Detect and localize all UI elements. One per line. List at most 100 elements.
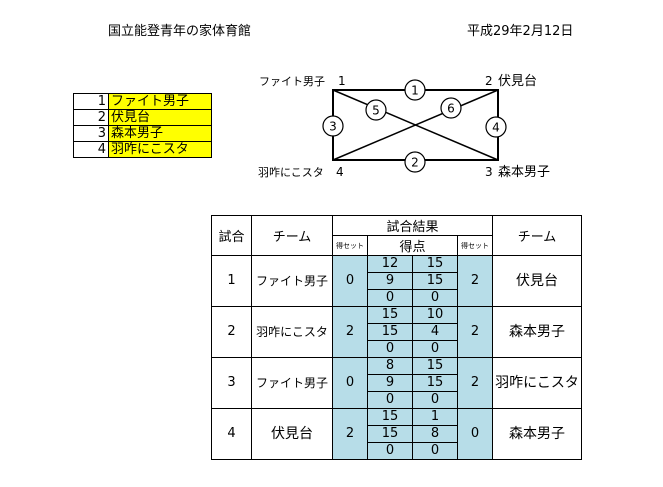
score-b: 10 — [412, 306, 458, 324]
score-a: 15 — [367, 306, 413, 324]
team-row: 3 森本男子 — [73, 125, 212, 142]
order-number: 2 — [411, 156, 419, 170]
table-row: 0 0 — [212, 391, 582, 409]
results-table: 試合 チーム 試合結果 チーム 得セット 得点 得セット 1 ファイト男子 0 … — [211, 215, 582, 460]
team-number: 1 — [73, 93, 109, 110]
team-a-sets: 2 — [332, 306, 368, 358]
match-number: 4 — [211, 408, 252, 460]
header-points: 得点 — [367, 235, 458, 256]
team-number: 2 — [73, 109, 109, 126]
team-a-name: 伏見台 — [251, 408, 333, 460]
order-number: 1 — [411, 84, 419, 98]
results-subheader-row: 得セット 得点 得セット — [212, 235, 582, 256]
team-a-sets: 0 — [332, 255, 368, 307]
team-b-name: 森本男子 — [492, 408, 582, 460]
table-row: 0 0 — [212, 340, 582, 358]
table-row: 9 15 — [212, 272, 582, 290]
score-b: 0 — [412, 289, 458, 307]
score-a: 0 — [367, 391, 413, 409]
results-header-row: 試合 チーム 試合結果 チーム — [211, 215, 582, 256]
corner-number-bottom-left: 4 — [336, 165, 344, 179]
score-a: 12 — [367, 255, 413, 273]
team-row: 1 ファイト男子 — [73, 93, 212, 110]
score-b: 0 — [412, 391, 458, 409]
team-b-sets: 2 — [457, 357, 493, 409]
score-a: 9 — [367, 374, 413, 392]
corner-number-bottom-right: 3 — [485, 165, 493, 179]
table-row: 0 0 — [212, 442, 582, 460]
order-number: 3 — [329, 120, 337, 134]
score-a: 15 — [367, 323, 413, 341]
match-number: 1 — [211, 255, 252, 307]
team-b-sets: 2 — [457, 255, 493, 307]
team-row: 4 羽咋にこスタ — [73, 141, 212, 158]
team-b-name: 伏見台 — [492, 255, 582, 307]
corner-number-top-left: 1 — [338, 74, 346, 88]
team-a-name: 羽咋にこスタ — [251, 306, 333, 358]
diagram-diagonal — [332, 89, 499, 161]
score-a: 0 — [367, 442, 413, 460]
team-b-sets: 2 — [457, 306, 493, 358]
team-a-sets: 2 — [332, 408, 368, 460]
event-date: 平成29年2月12日 — [467, 24, 574, 39]
score-a: 9 — [367, 272, 413, 290]
corner-label-top-left: ファイト男子 — [259, 75, 325, 88]
header-match-no: 試合 — [211, 215, 252, 256]
header-match-result: 試合結果 — [332, 215, 493, 236]
team-name: 羽咋にこスタ — [108, 141, 212, 158]
team-list: 1 ファイト男子 2 伏見台 3 森本男子 4 羽咋にこスタ — [73, 93, 212, 158]
team-a-sets: 0 — [332, 357, 368, 409]
table-row: 15 4 — [212, 323, 582, 341]
order-marker-diagonal-right: 6 — [440, 97, 462, 119]
score-b: 8 — [412, 425, 458, 443]
score-a: 0 — [367, 289, 413, 307]
team-a-name: ファイト男子 — [251, 357, 333, 409]
score-b: 15 — [412, 272, 458, 290]
venue-title: 国立能登青年の家体育館 — [108, 24, 252, 39]
score-b: 0 — [412, 340, 458, 358]
team-b-name: 森本男子 — [492, 306, 582, 358]
corner-label-top-right: 伏見台 — [498, 74, 537, 89]
header-team-left: チーム — [251, 215, 333, 256]
table-row: 2 羽咋にこスタ 2 15 10 2 森本男子 — [211, 306, 582, 358]
header-sets-won-right: 得セット — [457, 235, 493, 256]
match-diagram: ファイト男子 1 2 伏見台 羽咋にこスタ 4 3 森本男子 1 2 3 4 5… — [258, 74, 550, 180]
team-name: ファイト男子 — [108, 93, 212, 110]
table-row: 15 8 — [212, 425, 582, 443]
score-b: 15 — [412, 255, 458, 273]
score-a: 8 — [367, 357, 413, 375]
team-number: 4 — [73, 141, 109, 158]
match-number: 3 — [211, 357, 252, 409]
order-marker-left: 3 — [322, 115, 344, 137]
team-name: 森本男子 — [108, 125, 212, 142]
table-row: 0 0 — [212, 289, 582, 307]
score-a: 15 — [367, 408, 413, 426]
score-a: 0 — [367, 340, 413, 358]
team-name: 伏見台 — [108, 109, 212, 126]
team-b-sets: 0 — [457, 408, 493, 460]
score-b: 15 — [412, 357, 458, 375]
table-row: 4 伏見台 2 15 1 0 森本男子 — [211, 408, 582, 460]
table-row: 9 15 — [212, 374, 582, 392]
order-marker-right: 4 — [485, 116, 507, 138]
score-b: 1 — [412, 408, 458, 426]
team-number: 3 — [73, 125, 109, 142]
order-number: 6 — [447, 102, 455, 116]
match-number: 2 — [211, 306, 252, 358]
team-a-name: ファイト男子 — [251, 255, 333, 307]
score-b: 4 — [412, 323, 458, 341]
score-a: 15 — [367, 425, 413, 443]
score-b: 0 — [412, 442, 458, 460]
order-marker-bottom: 2 — [404, 151, 426, 173]
header-sets-won-left: 得セット — [332, 235, 368, 256]
table-row: 1 ファイト男子 0 12 15 2 伏見台 — [211, 255, 582, 307]
team-b-name: 羽咋にこスタ — [492, 357, 582, 409]
team-row: 2 伏見台 — [73, 109, 212, 126]
corner-label-bottom-left: 羽咋にこスタ — [258, 165, 324, 179]
table-row: 3 ファイト男子 0 8 15 2 羽咋にこスタ — [211, 357, 582, 409]
order-number: 4 — [492, 121, 500, 135]
order-marker-top: 1 — [404, 79, 426, 101]
order-number: 5 — [372, 104, 380, 118]
score-b: 15 — [412, 374, 458, 392]
corner-label-bottom-right: 森本男子 — [498, 165, 550, 180]
